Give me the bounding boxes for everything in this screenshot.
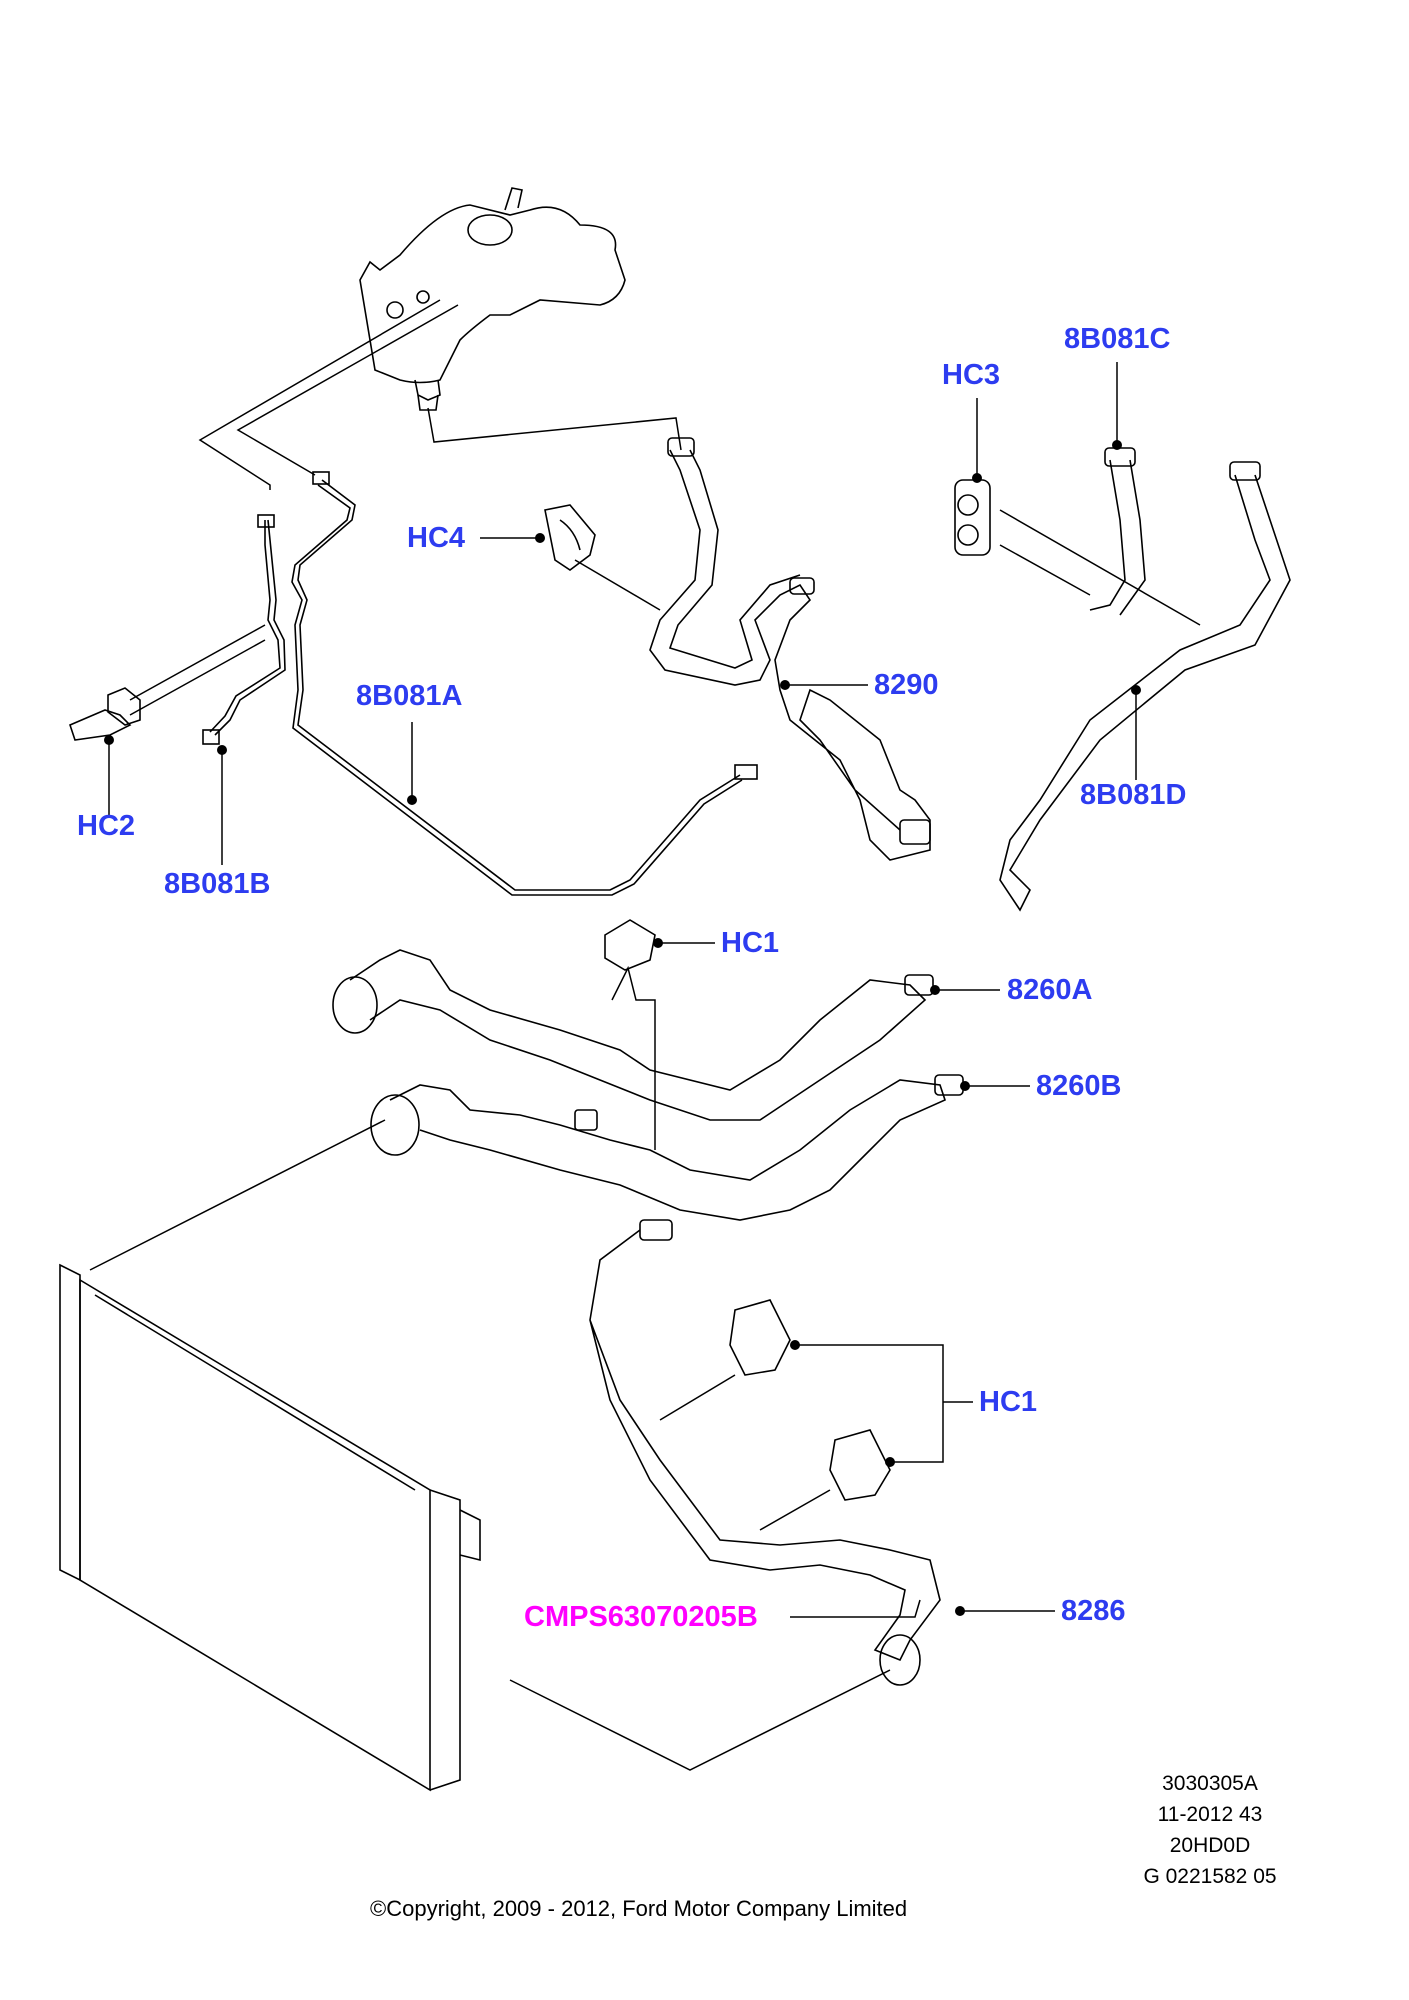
callout-8290: 8290 [874, 669, 939, 701]
tank-leader-left [198, 299, 441, 490]
callout-leaders [104, 362, 1141, 1618]
expansion-tank [359, 187, 626, 411]
callout-hc1-top: HC1 [721, 927, 780, 959]
copyright: ©Copyright, 2009 - 2012, Ford Motor Comp… [370, 1896, 908, 1921]
drawing-model: 20HD0D [1169, 1834, 1251, 1857]
hc1-clip-bottom-a [729, 1299, 791, 1376]
hose-8B081C [1089, 459, 1126, 611]
callout-8B081D: 8B081D [1080, 779, 1187, 811]
callout-8260B: 8260B [1036, 1070, 1122, 1102]
drawing-code: 3030305A [1162, 1772, 1258, 1795]
hose-8260A [349, 949, 927, 1121]
callout-hc1-bottom: HC1 [979, 1386, 1038, 1418]
callout-8B081A: 8B081A [356, 680, 463, 712]
hc4-clip [544, 504, 596, 571]
hose-8B081B [214, 519, 286, 736]
radiator [59, 1263, 481, 1792]
callout-8260A: 8260A [1007, 974, 1093, 1006]
hc3-clip [954, 479, 991, 556]
hc1-clip-top [604, 919, 656, 971]
callout-hc3: HC3 [942, 359, 1001, 391]
hose-8286 [589, 1229, 941, 1662]
hose-8B081A [297, 479, 741, 891]
hose-8260B [389, 1079, 946, 1221]
drawing-date: 11-2012 43 [1157, 1803, 1263, 1826]
callout-cmps63070205b: CMPS63070205B [524, 1601, 758, 1633]
hc1-clip-bottom-b [829, 1429, 891, 1501]
callout-hc2: HC2 [77, 810, 136, 842]
tank-leader-right [427, 407, 682, 451]
callout-8286: 8286 [1061, 1595, 1126, 1627]
callout-8B081C: 8B081C [1064, 323, 1171, 355]
hose-8290 [649, 449, 931, 861]
callout-hc4: HC4 [407, 522, 466, 554]
tank-leader-left2 [236, 304, 459, 476]
drawing-codes: 3030305A 11-2012 43 20HD0D G 0221582 05 [1130, 1768, 1290, 1892]
drawing-ref: G 0221582 05 [1143, 1865, 1277, 1888]
hose-8B081D [999, 474, 1291, 912]
hc2-bracket [69, 687, 141, 741]
callout-8B081B: 8B081B [164, 868, 271, 900]
